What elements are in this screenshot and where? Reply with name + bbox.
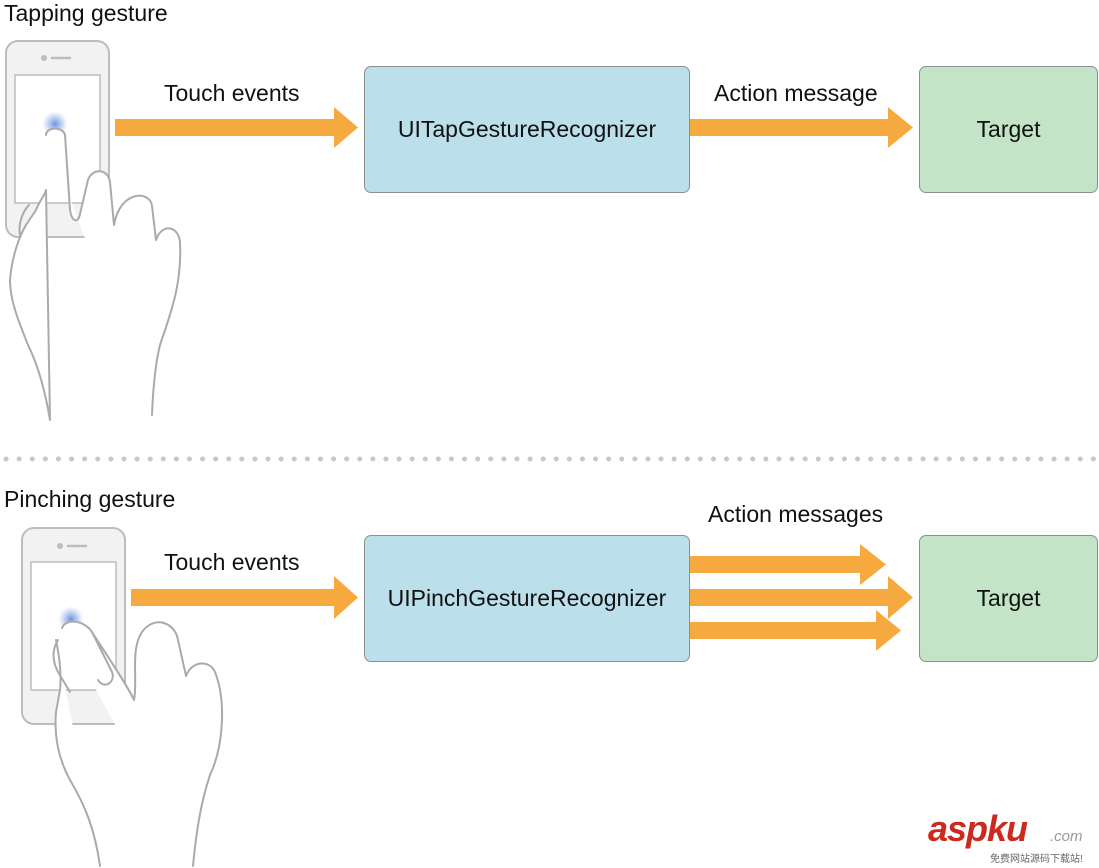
action-messages-label: Action messages (708, 501, 884, 527)
hand-pinch-icon (52, 620, 224, 867)
section-title-pinching: Pinching gesture (4, 486, 176, 512)
watermark-tagline: 免费网站源码下载站! (990, 854, 1083, 865)
target-box: Target (919, 66, 1098, 193)
touch-events-arrow (115, 107, 358, 148)
target-label: Target (976, 116, 1041, 142)
recognizer-label: UITapGestureRecognizer (397, 116, 657, 142)
target-box: Target (919, 535, 1098, 662)
target-label: Target (976, 585, 1041, 611)
watermark-logo: aspku (928, 808, 1028, 849)
watermark-domain: .com (1050, 828, 1083, 845)
action-messages-arrow (690, 610, 901, 651)
action-message-label: Action message (714, 80, 878, 106)
action-messages-arrow (690, 544, 886, 585)
touch-events-label: Touch events (164, 549, 300, 575)
recognizer-label: UIPinchGestureRecognizer (387, 585, 667, 611)
section-title-tapping: Tapping gesture (4, 0, 168, 26)
action-messages-arrow (690, 576, 913, 619)
touch-events-arrow (131, 576, 358, 619)
hand-tap-icon (9, 127, 182, 421)
tap-gesture-recognizer-box: UITapGestureRecognizer (364, 66, 690, 193)
pinch-gesture-recognizer-box: UIPinchGestureRecognizer (364, 535, 690, 662)
action-message-arrow (690, 107, 913, 148)
touch-events-label: Touch events (164, 80, 300, 106)
